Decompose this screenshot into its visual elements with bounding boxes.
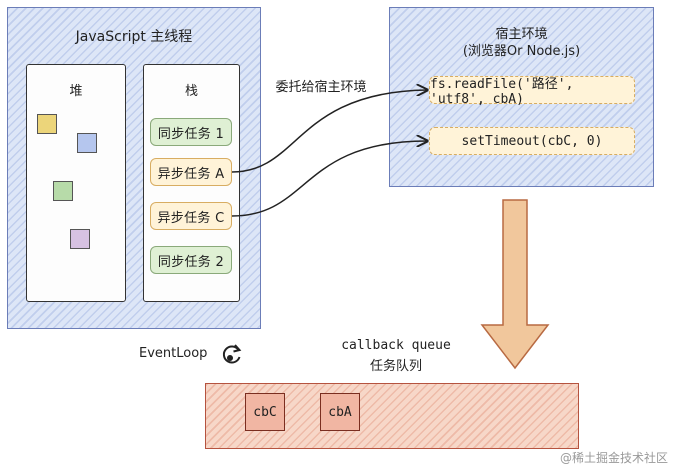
stack-task-async-c: 异步任务 C xyxy=(150,202,232,230)
heap-object xyxy=(77,133,97,153)
stack-task-sync-2: 同步任务 2 xyxy=(150,246,232,274)
queue-item-cbc: cbC xyxy=(245,393,285,431)
stack-task-sync-1: 同步任务 1 xyxy=(150,118,232,146)
queue-title: callback queue xyxy=(341,338,451,353)
arrow-async-c-to-settimeout xyxy=(231,141,427,217)
host-item-readfile: fs.readFile('路径', 'utf8', cbA) xyxy=(429,76,635,107)
heap-object xyxy=(70,229,90,249)
refresh-icon xyxy=(222,344,242,364)
main-thread-title: JavaScript 主线程 xyxy=(75,29,193,45)
host-subtitle: (浏览器Or Node.js) xyxy=(462,44,581,59)
down-arrow xyxy=(480,199,550,370)
heap-object xyxy=(37,114,57,134)
heap-box xyxy=(26,64,126,302)
queue-subtitle: 任务队列 xyxy=(369,359,422,374)
event-loop-label: EventLoop xyxy=(139,346,208,361)
queue-item-cba: cbA xyxy=(320,393,360,431)
watermark: @稀土掘金技术社区 xyxy=(560,451,669,465)
delegate-label: 委托给宿主环境 xyxy=(275,80,367,95)
stack-title: 栈 xyxy=(184,84,198,99)
host-item-settimeout: setTimeout(cbC, 0) xyxy=(429,127,635,155)
heap-title: 堆 xyxy=(69,84,83,99)
host-title: 宿主环境 xyxy=(495,27,548,42)
arrow-async-a-to-readfile xyxy=(231,90,427,173)
stack-task-async-a: 异步任务 A xyxy=(150,158,232,186)
heap-object xyxy=(53,181,73,201)
